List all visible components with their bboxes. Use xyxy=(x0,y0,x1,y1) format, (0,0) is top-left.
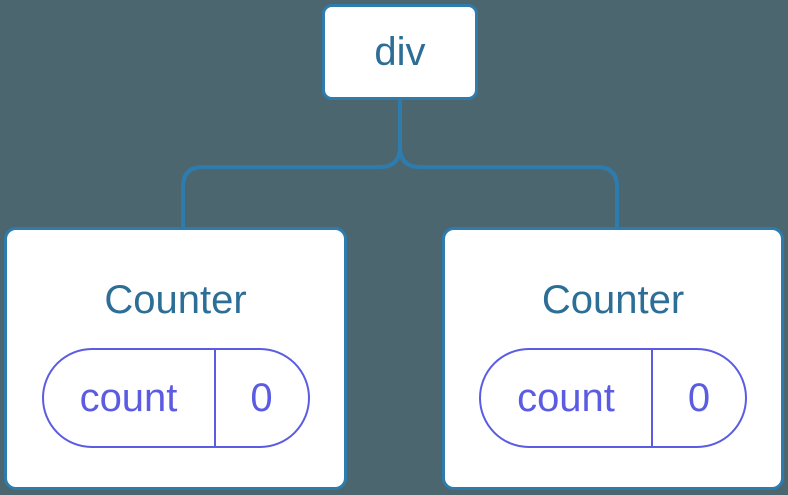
root-node-label: div xyxy=(374,29,426,74)
component-name-label: Counter xyxy=(104,278,247,322)
state-value-label: 0 xyxy=(250,375,273,420)
state-badge: count 0 xyxy=(479,348,747,448)
counter-node-right: Counter count 0 xyxy=(442,227,784,490)
connector-left-branch xyxy=(181,100,402,227)
root-node-div: div xyxy=(322,4,478,100)
state-key-label: count xyxy=(481,350,653,446)
state-key-label: count xyxy=(44,350,216,446)
state-badge: count 0 xyxy=(41,348,310,448)
component-name-label: Counter xyxy=(541,278,685,322)
connector-right-branch xyxy=(398,100,619,227)
counter-node-left: Counter count 0 xyxy=(4,227,347,490)
state-value-label: 0 xyxy=(687,375,711,420)
